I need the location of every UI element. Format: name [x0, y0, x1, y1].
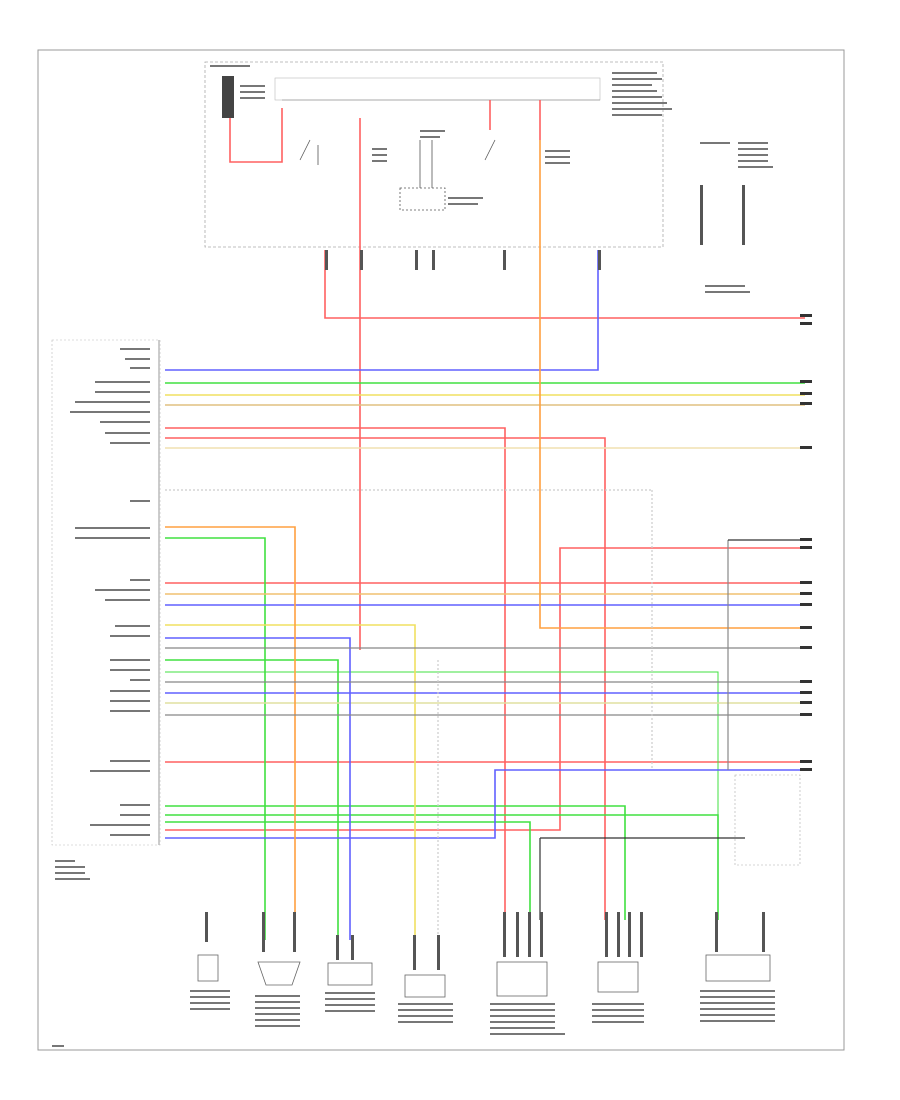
yellow-wires — [165, 394, 805, 940]
top-label-marks — [210, 65, 773, 293]
pcm-outline — [51, 339, 161, 846]
relay-bus-bar — [274, 77, 601, 101]
component-box-3 — [327, 962, 373, 986]
pcm-pin-label-marks — [55, 348, 150, 880]
components — [197, 954, 771, 998]
component-box-4 — [404, 974, 446, 998]
component-box-7 — [705, 954, 771, 982]
orange-wires — [165, 140, 805, 940]
green-wires — [165, 382, 805, 940]
component-box-5 — [496, 961, 548, 997]
relay-switches — [299, 139, 496, 211]
component-box-6 — [597, 961, 639, 993]
battery-block — [222, 76, 234, 118]
red-wires — [165, 100, 805, 920]
component-box-2 — [257, 961, 301, 986]
right-legend-box — [734, 774, 801, 866]
component-pins — [205, 185, 765, 970]
outer-border — [37, 49, 845, 1051]
component-box-1 — [197, 954, 219, 982]
right-connector-ticks — [800, 314, 812, 771]
blue-wires — [165, 250, 805, 940]
component-label-marks — [52, 990, 775, 1047]
gray-wires — [165, 489, 805, 940]
pcm-block — [158, 340, 160, 845]
fuse-relay-box — [204, 61, 664, 248]
